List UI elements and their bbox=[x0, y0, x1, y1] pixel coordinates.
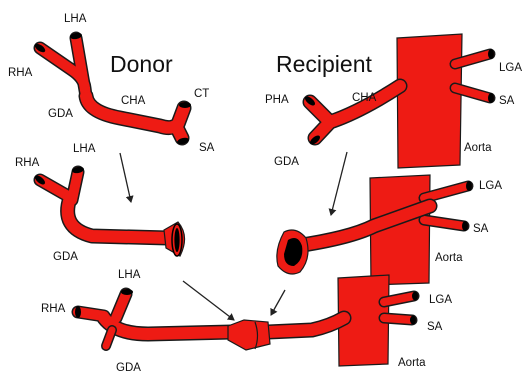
donor-sa-label: SA bbox=[199, 142, 215, 154]
anastomosis-gda-label: GDA bbox=[116, 362, 141, 374]
donor-trimmed-vessel bbox=[33, 166, 184, 256]
donor-cha-label: CHA bbox=[121, 95, 146, 107]
donor-trimmed-rha-label: RHA bbox=[15, 157, 40, 169]
anastomosis-rha-label: RHA bbox=[41, 303, 66, 315]
arrow-recipient-to-prepared bbox=[331, 152, 347, 215]
anastomosis-lha-label: LHA bbox=[118, 269, 141, 281]
recipient-prepared-lga-label: LGA bbox=[479, 180, 502, 192]
anastomosis-lga-label: LGA bbox=[429, 294, 452, 306]
recipient-sa-label: SA bbox=[499, 95, 515, 107]
recipient-lga-label: LGA bbox=[499, 62, 522, 74]
arrow-prepared-to-anastomosis bbox=[271, 290, 285, 315]
recipient-pha-label: PHA bbox=[265, 94, 289, 106]
recipient-aorta bbox=[397, 34, 462, 168]
anastomosis-junction bbox=[228, 320, 270, 350]
recipient-aorta-label: Aorta bbox=[464, 142, 492, 154]
arrow-trimmed-to-anastomosis bbox=[183, 281, 234, 320]
anastomosis-sa-label: SA bbox=[427, 321, 443, 333]
anastomosis-aorta-label: Aorta bbox=[398, 357, 426, 369]
donor-trimmed-lha-label: LHA bbox=[73, 143, 96, 155]
donor-gda-label: GDA bbox=[48, 108, 73, 120]
donor-heading: Donor bbox=[110, 51, 173, 77]
donor-lha-label: LHA bbox=[64, 13, 87, 25]
recipient-heading: Recipient bbox=[276, 51, 372, 77]
recipient-gda-label: GDA bbox=[274, 156, 299, 168]
recipient-cha-label: CHA bbox=[352, 92, 377, 104]
anastomosis-vessel bbox=[75, 275, 418, 366]
recipient-prepared-sa-label: SA bbox=[473, 223, 489, 235]
recipient-prepared-vessel bbox=[277, 175, 472, 285]
donor-ct-label: CT bbox=[194, 88, 209, 100]
donor-trimmed-gda-label: GDA bbox=[53, 251, 78, 263]
recipient-prepared-aorta-label: Aorta bbox=[435, 252, 463, 264]
donor-vessel bbox=[33, 32, 191, 145]
donor-rha-label: RHA bbox=[8, 67, 33, 79]
arrow-donor-to-trimmed bbox=[120, 153, 131, 202]
